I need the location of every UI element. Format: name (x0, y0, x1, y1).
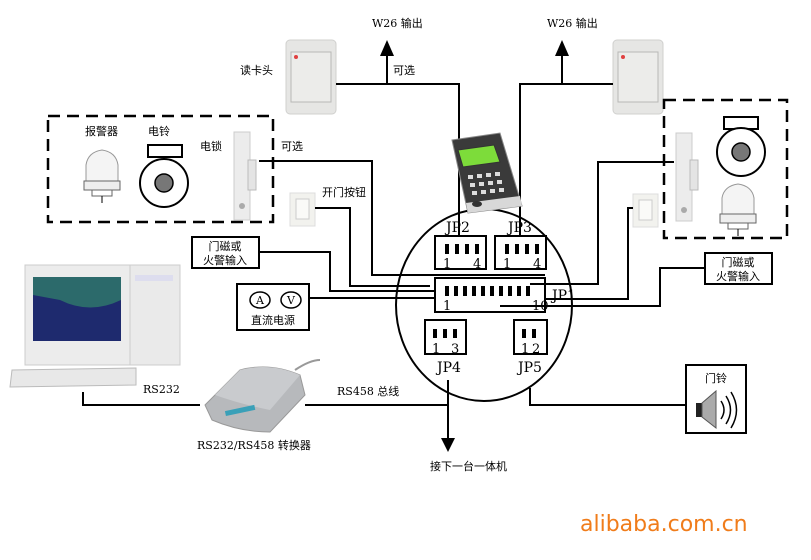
arrow-up-icon (380, 40, 394, 56)
right-output-group (662, 98, 789, 240)
svg-text:A: A (255, 294, 265, 307)
w26-output-right: W26 输出 (547, 16, 598, 84)
w26-output-right-label: W26 输出 (547, 16, 598, 30)
svg-text:直流电源: 直流电源 (251, 313, 295, 327)
svg-text:JP3: JP3 (506, 220, 532, 236)
arrow-up-icon (555, 40, 569, 56)
electric-lock-left-icon (233, 131, 257, 221)
rs458-bus-label: RS458 总线 (337, 384, 399, 398)
svg-text:JP5: JP5 (516, 360, 542, 376)
svg-text:JP4: JP4 (435, 360, 461, 376)
svg-text:火警输入: 火警输入 (716, 269, 760, 283)
optional-label-top: 可选 (393, 64, 415, 77)
exit-button-right-icon (632, 193, 659, 228)
svg-text:1: 1 (432, 342, 440, 357)
electric-lock-label: 电锁 (200, 139, 222, 153)
left-output-group (46, 114, 275, 224)
arrow-down-icon (441, 438, 455, 452)
ammeter-icon (249, 291, 271, 309)
card-reader-right (612, 39, 664, 115)
connector-jp5: 1 2 JP5 (513, 319, 548, 376)
svg-text:1: 1 (443, 257, 451, 272)
card-reader-left: 读卡头 可选 (240, 39, 415, 115)
exit-button-left-icon (289, 192, 316, 227)
alarm-label: 报警器 (85, 124, 118, 138)
svg-text:JP1: JP1 (550, 288, 576, 304)
svg-text:1: 1 (503, 257, 511, 272)
converter-label: RS232/RS458 转换器 (197, 438, 311, 452)
dc-power-supply: A V 直流电源 (236, 283, 310, 331)
svg-text:3: 3 (451, 342, 459, 357)
door-sensor-right-box: 门磁或 火警输入 (704, 252, 773, 285)
svg-text:V: V (286, 294, 296, 307)
doorbell-box: 门铃 (685, 364, 747, 434)
svg-text:2: 2 (532, 342, 540, 357)
connector-jp2: JP2 1 4 (434, 220, 487, 272)
computer-icon (9, 264, 181, 388)
door-sensor-left-box: 门磁或 火警输入 (191, 236, 260, 269)
bell-label: 电铃 (148, 124, 170, 138)
svg-text:火警输入: 火警输入 (203, 253, 247, 267)
svg-text:JP2: JP2 (444, 220, 470, 236)
rs232-label: RS232 (143, 383, 180, 396)
optional-label-lock: 可选 (281, 140, 303, 153)
svg-text:4: 4 (533, 257, 541, 272)
svg-text:4: 4 (473, 257, 481, 272)
voltmeter-icon (280, 291, 302, 309)
svg-text:门磁或: 门磁或 (722, 255, 755, 269)
bell-icon (139, 144, 189, 208)
alarm-right-icon (719, 183, 757, 236)
rs232-rs458-converter-icon (204, 359, 321, 433)
keypad-reader-icon (451, 132, 523, 214)
electric-lock-right-icon (675, 132, 699, 222)
svg-text:1: 1 (443, 299, 451, 314)
exit-button-label: 开门按钮 (322, 185, 366, 199)
w26-output-left: W26 输出 (372, 16, 423, 84)
doorbell-label: 门铃 (705, 371, 727, 385)
connector-jp1: 1 10 JP1 (434, 277, 576, 314)
next-unit-label: 接下一台一体机 (430, 459, 507, 473)
connector-jp3: JP3 1 4 (494, 220, 547, 272)
alarm-icon (83, 149, 121, 203)
svg-text:门磁或: 门磁或 (209, 239, 242, 253)
card-reader-label: 读卡头 (240, 63, 273, 77)
speaker-icon (696, 389, 738, 430)
connector-jp4: 1 3 JP4 (424, 319, 467, 376)
bell-right-icon (716, 116, 766, 177)
w26-output-left-label: W26 输出 (372, 16, 423, 30)
svg-text:1: 1 (521, 342, 529, 357)
watermark: alibaba.com.cn (580, 512, 748, 537)
